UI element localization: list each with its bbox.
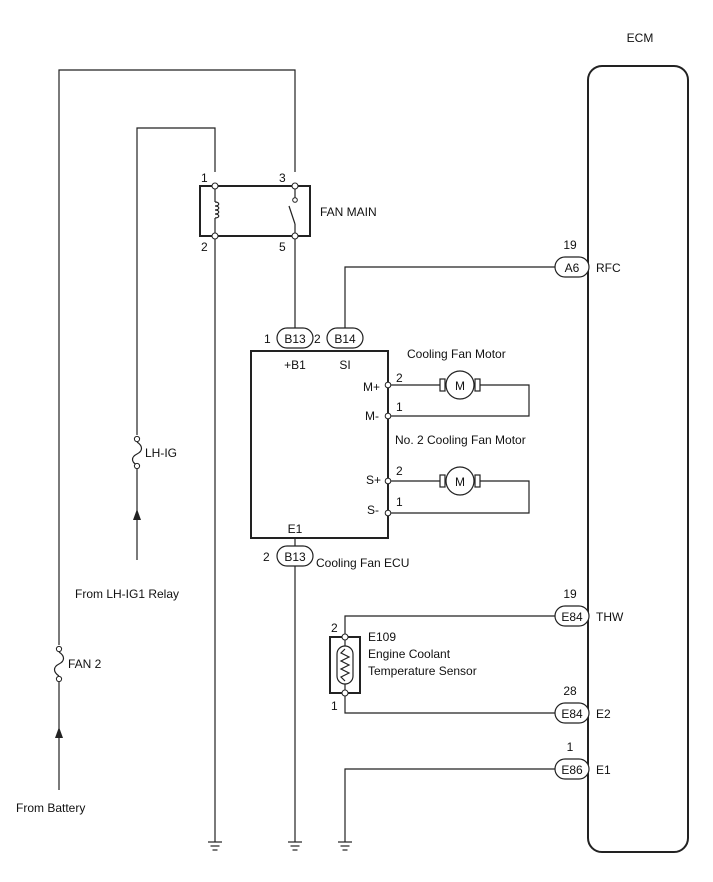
ecu-s-minus-label: S- (367, 503, 379, 517)
ecm-rfc-term-label: RFC (596, 261, 621, 275)
ecm-a6-conn-label: A6 (565, 261, 580, 275)
ecm-e84-thw-connector (554, 605, 590, 627)
lh-ig-fuse-label: LH-IG (145, 446, 177, 460)
motor1-terminal-minus (384, 412, 392, 420)
relay-coil-icon (214, 201, 220, 219)
lh-ig-fuse-terminal-bottom (133, 462, 141, 470)
ecm-e1-term-label: E1 (596, 763, 611, 777)
ecm-block (587, 65, 689, 853)
fan2-fuse-terminal-top (55, 645, 63, 653)
motor2-symbol: M (455, 475, 465, 489)
battery-source-label: From Battery (16, 801, 85, 815)
motor1-icon (439, 370, 481, 400)
ground-icon (338, 841, 352, 851)
fan2-supply-wire (58, 69, 296, 645)
ecu-m-minus-label: M- (365, 409, 379, 423)
ecm-e86-conn-label: E86 (561, 763, 583, 777)
ecm-e84-e2-conn-label: E84 (561, 707, 583, 721)
sensor-name-line2: Temperature Sensor (368, 664, 477, 678)
ecm-thw-pin-label: 19 (563, 587, 577, 601)
motor2-pin-1-label: 1 (396, 495, 403, 509)
ecu-b14-conn-label: B14 (334, 332, 356, 346)
motor1-symbol: M (455, 379, 465, 393)
sensor-name-line1: Engine Coolant (368, 647, 451, 661)
relay-terminal-3 (291, 182, 299, 190)
motor2-minus-wire (388, 480, 530, 514)
relay-pin-3-label: 3 (279, 171, 286, 185)
motor2-icon (439, 466, 481, 496)
relay-pin-5-label: 5 (279, 240, 286, 254)
motor1-minus-wire (388, 384, 530, 417)
ecu-b13-bottom-conn-label: B13 (284, 550, 306, 564)
relay-pin-1-label: 1 (201, 171, 208, 185)
sensor-id-label: E109 (368, 630, 396, 644)
motor2-label: No. 2 Cooling Fan Motor (395, 433, 526, 447)
motor1-pin-1-label: 1 (396, 400, 403, 414)
ecu-b13-conn-label: B13 (284, 332, 306, 346)
relay-switch-icon (288, 205, 296, 225)
sensor-terminal-1 (341, 689, 349, 697)
ecm-e2-term-label: E2 (596, 707, 611, 721)
thermistor-body-icon (336, 645, 354, 685)
ecu-si-term-label: SI (339, 358, 350, 372)
motor1-pin-2-label: 2 (396, 371, 403, 385)
lh-ig-arrow-icon (133, 509, 141, 520)
relay-pin-2-label: 2 (201, 240, 208, 254)
relay-terminal-1 (211, 182, 219, 190)
ecm-e1-ground-wire (344, 768, 555, 842)
sensor-pin-1-label: 1 (331, 699, 338, 713)
ecm-e2-pin-label: 28 (563, 684, 577, 698)
ecm-a6-connector (554, 256, 590, 278)
cooling-fan-ecu-box (250, 350, 389, 539)
ecm-label: ECM (627, 31, 654, 45)
ecm-e86-connector (554, 758, 590, 780)
thw-signal-wire (344, 615, 555, 634)
battery-arrow-icon (55, 727, 63, 738)
fan2-fuse-label: FAN 2 (68, 657, 102, 671)
ecu-s-plus-label: S+ (366, 473, 381, 487)
motor2-pin-2-label: 2 (396, 464, 403, 478)
ecm-rfc-pin-label: 19 (563, 238, 577, 252)
ecu-m-plus-label: M+ (363, 380, 380, 394)
relay-terminal-5 (291, 232, 299, 240)
ground-icon (208, 841, 222, 851)
ecu-b14-connector (326, 327, 364, 349)
sensor-terminal-2 (341, 633, 349, 641)
ground-icon (288, 841, 302, 851)
relay-terminal-2 (211, 232, 219, 240)
lh-ig-supply-wire (136, 127, 216, 435)
fan2-fuse-terminal-bottom (55, 675, 63, 683)
fan-main-relay-box (199, 185, 311, 237)
motor2-terminal-minus (384, 509, 392, 517)
motor2-terminal-plus (384, 477, 392, 485)
ecu-e1-pin-label: 2 (263, 550, 270, 564)
motor1-terminal-plus (384, 381, 392, 389)
ecu-b13-connector-top (276, 327, 314, 349)
ecu-b1-term-label: +B1 (284, 358, 306, 372)
ecm-e84-thw-conn-label: E84 (561, 610, 583, 624)
ecm-thw-term-label: THW (596, 610, 624, 624)
lh-ig-fuse-terminal-top (133, 435, 141, 443)
ecu-si-pin-label: 2 (314, 332, 321, 346)
e2-ground-wire (344, 694, 555, 714)
ecm-e84-e2-connector (554, 702, 590, 724)
lh-ig-fuse-symbol (131, 441, 143, 466)
fan2-fuse-symbol (53, 651, 65, 677)
ecu-e1-term-label: E1 (288, 522, 303, 536)
ecu-b1-pin-label: 1 (264, 332, 271, 346)
lh-ig-source-label: From LH-IG1 Relay (75, 587, 179, 601)
fan-main-relay-label: FAN MAIN (320, 205, 377, 219)
sensor-pin-2-label: 2 (331, 621, 338, 635)
cooling-fan-ecu-label: Cooling Fan ECU (316, 556, 409, 570)
relay-contact-fixed (292, 197, 298, 203)
thermistor-icon (339, 648, 351, 682)
motor1-label: Cooling Fan Motor (407, 347, 506, 361)
rfc-signal-wire (344, 266, 555, 328)
ecm-e1-pin-label: 1 (567, 740, 574, 754)
